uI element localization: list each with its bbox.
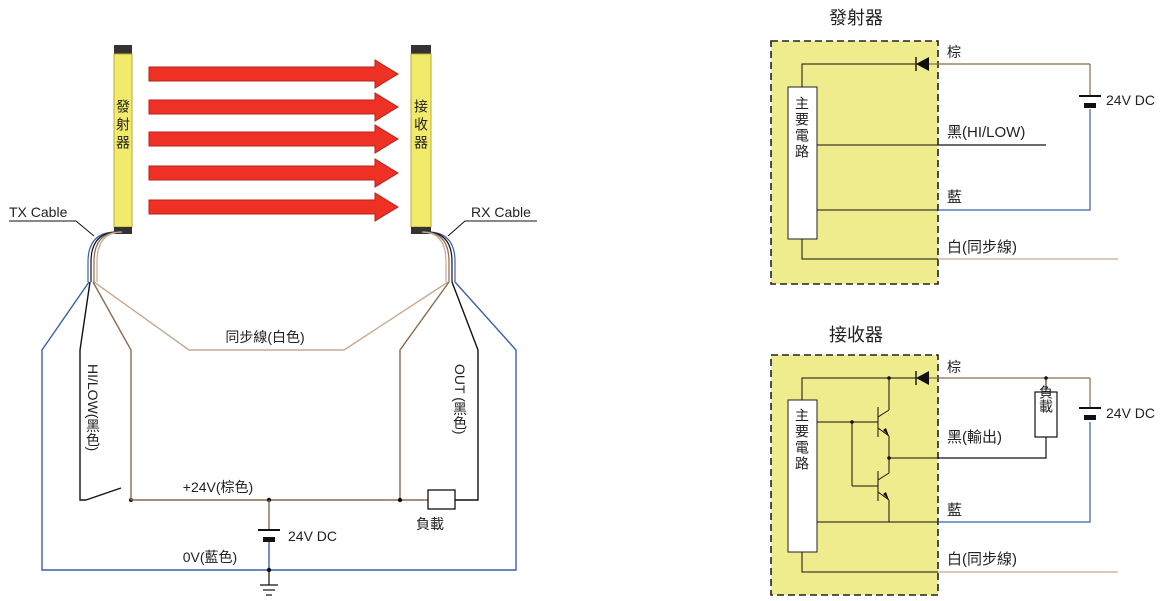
emitter-white-label: 白(同步線): [947, 239, 1017, 256]
left-dc-supply: [258, 500, 280, 596]
receiver-diode: [916, 371, 929, 385]
rx-brown-wire: [399, 281, 450, 500]
light-beam-arrow: [148, 92, 399, 122]
rx-cable-bundle: [421, 231, 456, 282]
receiver-blue-wire: [938, 422, 1091, 523]
receiver-black-wire: [938, 437, 1047, 459]
left-load-label: 負載: [416, 516, 444, 532]
tx-brown-wire: [92, 281, 132, 500]
light-curtain-system: 發射器 接收器: [9, 45, 537, 596]
light-beam-arrow: [148, 158, 399, 188]
hi-low-wire-label: HI/LOW(黑色): [85, 364, 101, 451]
out-wire-label: OUT (黑色): [452, 364, 468, 435]
receiver-bar-label: 接收器: [413, 98, 429, 153]
hi-low-wire: [79, 281, 91, 501]
light-beam-arrow: [148, 59, 399, 89]
receiver-bar: 接收器: [410, 45, 432, 234]
emitter-black-label: 黑(HI/LOW): [947, 124, 1025, 141]
tx-cable-label: TX Cable: [9, 204, 68, 220]
receiver-circuit-panel: 接收器 主要電路 棕: [770, 325, 1155, 596]
blue-0v-wire: [41, 281, 517, 571]
emitter-bar-label: 發射器: [115, 99, 131, 153]
emitter-blue-label: 藍: [947, 189, 962, 206]
tx-cable-bundle: [87, 231, 123, 282]
rx-cable-label: RX Cable: [471, 204, 531, 220]
hi-low-switch: [85, 487, 122, 501]
left-supply-label: 24V DC: [288, 528, 337, 544]
receiver-main-circuit-block: [787, 399, 818, 553]
receiver-load-label: 負載: [1038, 385, 1054, 413]
light-beam-arrow: [148, 124, 399, 154]
receiver-blue-label: 藍: [947, 502, 962, 519]
emitter-blue-wire: [938, 109, 1091, 211]
receiver-load-resistor: [1034, 391, 1058, 438]
sync-wire-label: 同步線(白色): [225, 329, 304, 345]
white-sync-wire: [93, 281, 449, 351]
receiver-panel-title: 接收器: [829, 325, 883, 345]
emitter-brown-label: 棕: [947, 44, 961, 60]
receiver-brown-label: 棕: [947, 359, 961, 375]
out-wire: [451, 281, 479, 501]
emitter-circuit-panel: 發射器 主要電路 棕 黑(HI/LOW) 藍 白(同步線) 24V DC: [770, 8, 1155, 285]
light-beam-arrows: [148, 59, 399, 222]
receiver-supply-label: 24V DC: [1106, 405, 1155, 421]
emitter-supply-label: 24V DC: [1106, 92, 1155, 108]
receiver-black-label: 黑(輸出): [947, 429, 1002, 446]
plus-24v-label: +24V(棕色): [183, 479, 253, 495]
receiver-main-circuit-label: 主要電路: [794, 408, 810, 472]
light-beam-arrow: [148, 192, 399, 222]
emitter-main-circuit-label: 主要電路: [794, 96, 810, 160]
left-load-resistor: [427, 489, 456, 510]
emitter-panel-title: 發射器: [829, 8, 883, 28]
emitter-bar: 發射器: [113, 45, 133, 234]
zero-v-label: 0V(藍色): [183, 549, 237, 565]
receiver-transistors: [817, 378, 938, 522]
emitter-diode: [916, 57, 929, 71]
receiver-white-label: 白(同步線): [947, 551, 1017, 568]
